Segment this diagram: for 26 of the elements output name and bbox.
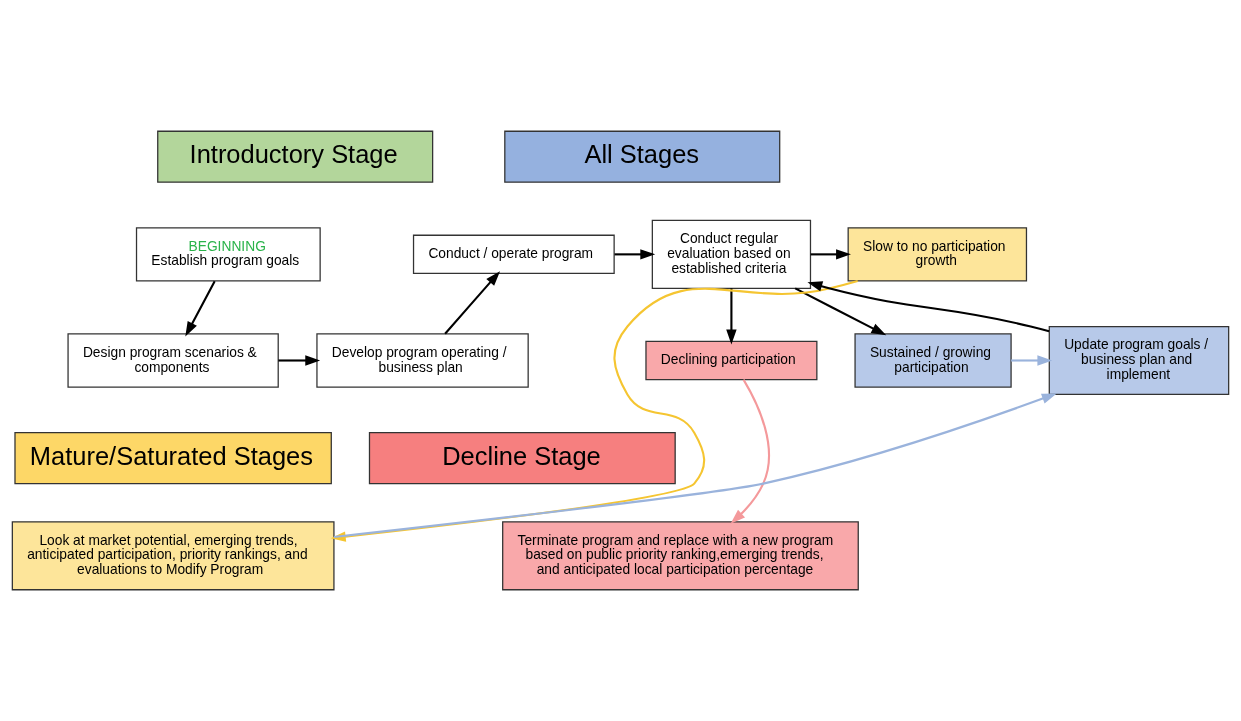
arrow [730, 379, 770, 524]
arrow [810, 249, 851, 260]
node-box: Introductory Stage [157, 130, 434, 183]
arrow [444, 271, 501, 335]
node-box: All Stages [504, 130, 781, 183]
arrow [278, 355, 321, 366]
arrow [333, 393, 1057, 539]
node-box: Terminate program and replace with a new program based on public priority ranking,emerging trends, and anticipated local participation percentage [502, 521, 859, 591]
arrow [807, 281, 1050, 333]
node-box: BEGINNING Establish program goals [135, 227, 321, 282]
node-box: Design program scenarios & components [67, 333, 279, 388]
arrow [185, 280, 216, 337]
node-box: Conduct regular evaluation based on established criteria [651, 219, 812, 289]
node-box: Declining participation [645, 340, 818, 381]
arrow [794, 287, 887, 336]
arrow [726, 288, 737, 345]
node-box: Conduct / operate program [412, 234, 615, 275]
arrow [1011, 355, 1053, 366]
node-box: Sustained / growing participation [854, 333, 1012, 388]
node-box: Mature/Saturated Stages [14, 432, 332, 485]
node-box: Decline Stage [368, 432, 676, 485]
node-box: Develop program operating / business plan [316, 333, 529, 388]
node-box: Look at market potential, emerging trends, anticipated participation, priority rankings, and evaluations to Modify Program [11, 521, 335, 591]
node-box: Update program goals / business plan and implement [1048, 325, 1230, 396]
arrow [614, 249, 656, 260]
node-box: Slow to no participation growth [847, 227, 1028, 282]
